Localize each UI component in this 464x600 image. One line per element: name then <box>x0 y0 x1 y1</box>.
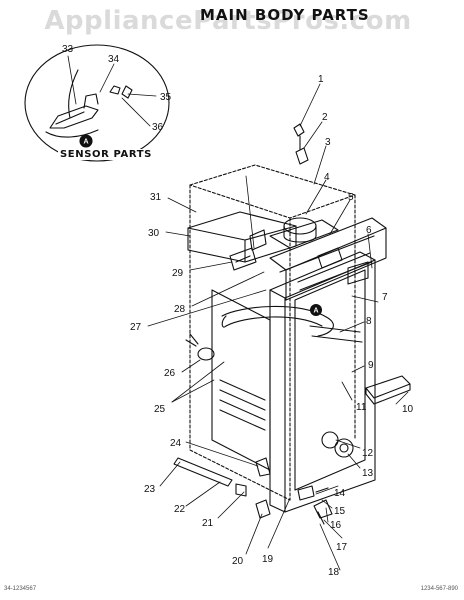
callout-14: 14 <box>334 488 346 499</box>
sensor-callout-badge <box>79 134 93 148</box>
watermark: AppliancePartsPros.com <box>44 6 412 36</box>
callout-16: 16 <box>330 520 342 531</box>
callout-8: 8 <box>366 316 372 327</box>
callout-25: 25 <box>154 404 166 415</box>
callout-35: 35 <box>160 92 172 103</box>
callout-9: 9 <box>368 360 374 371</box>
terminal-block <box>229 229 267 271</box>
relay-box <box>365 375 411 405</box>
cavity-side-panel <box>211 289 271 471</box>
callout-5: 5 <box>348 192 354 203</box>
latch-parts <box>297 485 333 525</box>
callout-29: 29 <box>172 268 184 279</box>
callout-36: 36 <box>152 122 164 133</box>
cabinet-outline <box>189 164 356 501</box>
sensor-inset-circle <box>24 44 170 162</box>
callout-30: 30 <box>148 228 160 239</box>
fan-motor <box>269 217 339 249</box>
callout-34: 34 <box>108 54 120 65</box>
callout-28: 28 <box>174 304 186 315</box>
callout-23: 23 <box>144 484 156 495</box>
callout-labels: 1 2 3 4 5 6 7 8 9 10 11 12 13 14 15 16 1… <box>62 44 414 578</box>
callout-6: 6 <box>366 225 372 236</box>
sensor-parts-caption: SENSOR PARTS <box>58 149 154 160</box>
front-frame <box>269 251 376 513</box>
callout-17: 17 <box>336 542 348 553</box>
main-badge-letter: A <box>314 308 319 315</box>
callout-27: 27 <box>130 322 142 333</box>
callout-11: 11 <box>356 402 367 413</box>
callout-12: 12 <box>362 448 374 459</box>
callout-33: 33 <box>62 44 74 55</box>
diagram-title: MAIN BODY PARTS <box>200 6 370 24</box>
callout-18: 18 <box>328 567 340 578</box>
callout-31: 31 <box>150 192 162 203</box>
footer-code-right: 1234-567-890 <box>420 586 458 592</box>
callout-7: 7 <box>382 292 388 303</box>
callout-19: 19 <box>262 554 274 565</box>
callout-10: 10 <box>402 404 414 415</box>
thermal-cutout <box>185 333 215 361</box>
callout-1: 1 <box>318 74 324 85</box>
callout-2: 2 <box>322 112 328 123</box>
callout-20: 20 <box>232 556 244 567</box>
heater-tube <box>221 305 363 343</box>
callout-21: 21 <box>202 518 214 529</box>
switch-bracket <box>317 247 369 285</box>
callout-13: 13 <box>362 468 374 479</box>
callout-15: 15 <box>334 506 346 517</box>
fuse-parts <box>293 123 309 165</box>
turntable-motor <box>321 431 354 458</box>
sensor-probe-assembly <box>45 69 133 138</box>
callout-24: 24 <box>170 438 182 449</box>
footer-code-left: 34-1234567 <box>4 586 37 592</box>
sensor-badge-letter: A <box>84 139 89 146</box>
callout-4: 4 <box>324 172 330 183</box>
leader-lines <box>67 55 409 571</box>
hinge-parts <box>173 457 271 519</box>
main-callout-badge <box>310 304 322 316</box>
callout-22: 22 <box>174 504 186 515</box>
control-panel <box>269 217 387 301</box>
callout-3: 3 <box>325 137 331 148</box>
callout-26: 26 <box>164 368 176 379</box>
